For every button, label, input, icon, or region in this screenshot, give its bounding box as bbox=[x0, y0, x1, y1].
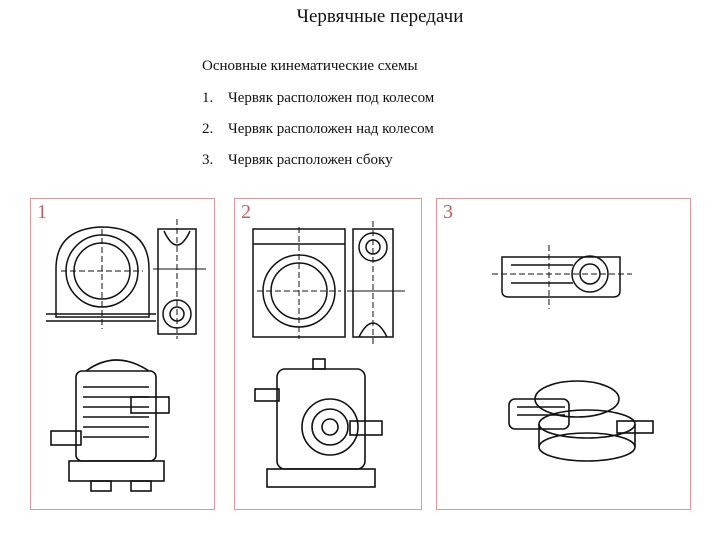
list-item: 2. Червяк расположен над колесом bbox=[202, 119, 434, 150]
subtitle: Основные кинематические схемы bbox=[202, 58, 418, 74]
list-text: Червяк расположен сбоку bbox=[228, 152, 393, 168]
panel-label: 1 bbox=[37, 201, 47, 223]
gearbox-photo bbox=[50, 359, 170, 492]
list-number: 1. bbox=[202, 90, 214, 106]
gearbox-photo bbox=[508, 380, 654, 462]
list-text: Червяк расположен над колесом bbox=[228, 121, 434, 137]
list-number: 2. bbox=[202, 121, 214, 137]
list-item: 1. Червяк расположен под колесом bbox=[202, 88, 434, 119]
list-item: 3. Червяк расположен сбоку bbox=[202, 150, 434, 181]
panel-1: 1 bbox=[30, 198, 215, 510]
worm-below-wheel-drawing bbox=[46, 219, 206, 339]
schema-list: 1. Червяк расположен под колесом 2. Червяк… bbox=[202, 88, 434, 181]
worm-side-drawing bbox=[492, 245, 632, 309]
list-text: Червяк расположен под колесом bbox=[228, 90, 435, 106]
panel-2: 2 bbox=[234, 198, 422, 510]
panel-label: 2 bbox=[241, 201, 251, 223]
panel-3: 3 bbox=[436, 198, 691, 510]
page-title: Червячные передачи bbox=[296, 6, 464, 27]
worm-above-wheel-drawing bbox=[252, 221, 405, 344]
list-number: 3. bbox=[202, 152, 214, 168]
gearbox-photo bbox=[254, 358, 383, 488]
panel-label: 3 bbox=[443, 201, 453, 223]
